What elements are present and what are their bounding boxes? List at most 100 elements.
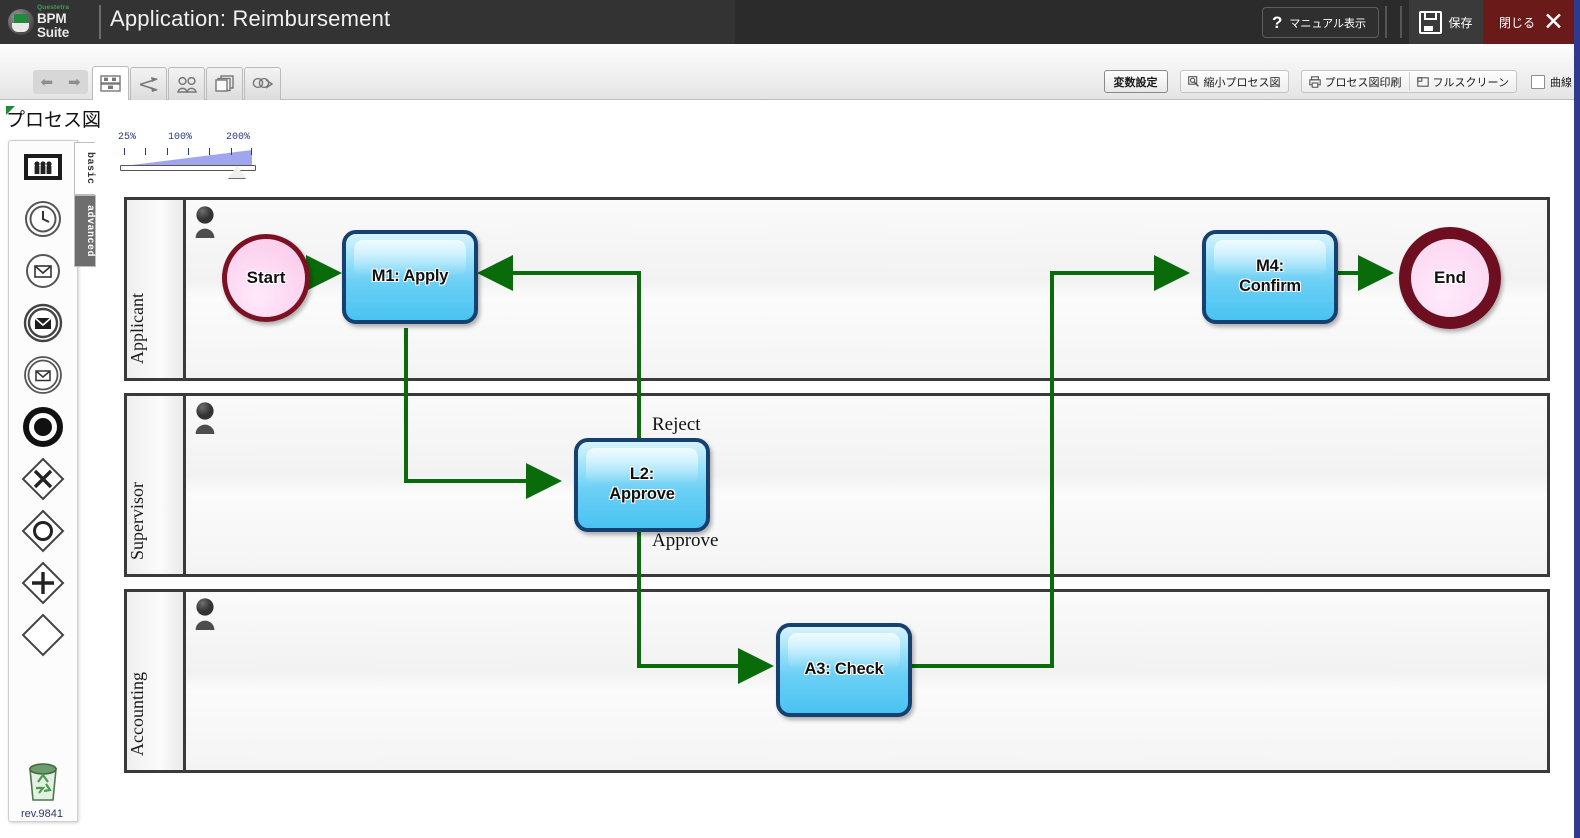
toolbar-tab-copy-layers-icon[interactable] (206, 67, 243, 100)
node-label-a3: A3: Check (804, 660, 884, 679)
minimap-button[interactable]: 縮小プロセス図 (1181, 72, 1288, 91)
palette-item-message-intermediate-event-icon[interactable] (9, 297, 77, 349)
node-label-l2: L2: Approve (609, 465, 675, 505)
node-label-m4-line2: Confirm (1239, 277, 1301, 295)
node-start-event[interactable]: Start (222, 234, 310, 322)
curve-label: 曲線 (1550, 76, 1572, 89)
recycle-trash-icon (29, 763, 57, 801)
logo-brand-large: BPM Suite (37, 11, 70, 40)
curve-checkbox[interactable] (1531, 74, 1545, 89)
users-group-icon (176, 76, 197, 93)
minimap-label: 縮小プロセス図 (1203, 76, 1281, 89)
node-label-l2-line1: L2: (629, 465, 655, 484)
variable-settings-button[interactable]: 変数設定 (1103, 70, 1168, 93)
print-button[interactable]: プロセス図印刷 (1302, 72, 1409, 91)
logo-brand-small: Questetra (37, 3, 70, 11)
palette-tab-advanced[interactable]: advanced (74, 194, 96, 267)
printer-icon (1308, 75, 1321, 88)
print-fullscreen-group: プロセス図印刷 フルスクリーン (1300, 70, 1517, 93)
zoom-bar (120, 165, 256, 171)
copy-layers-icon (214, 75, 234, 92)
fullscreen-button[interactable]: フルスクリーン (1408, 72, 1516, 91)
undo-redo-group: ⬅ ➡ (33, 70, 88, 94)
flow-label-reject: Reject (652, 414, 701, 435)
revision-label: rev.9841 (21, 808, 63, 820)
header-separator-1 (1385, 6, 1387, 38)
undo-arrow-icon[interactable]: ⬅ (40, 73, 54, 91)
node-task-l2-approve[interactable]: L2: Approve (574, 438, 710, 532)
node-task-m1-apply[interactable]: M1: Apply (342, 230, 478, 324)
toolbar-tab-group (92, 66, 282, 100)
palette-item-terminate-end-event-icon[interactable] (9, 401, 77, 453)
swimlane-label-applicant: Applicant (127, 293, 147, 364)
panel-title: プロセス図 (6, 110, 102, 131)
palette-item-complex-gateway-icon[interactable] (9, 505, 77, 557)
header-divider (99, 5, 101, 39)
node-task-a3-check[interactable]: A3: Check (776, 623, 912, 717)
close-button[interactable]: 閉じる ✕ (1483, 0, 1580, 44)
toolbar-tab-users-group-icon[interactable] (168, 67, 205, 100)
palette-item-message-start-event-icon[interactable] (9, 245, 77, 297)
exclusive-gateway-icon (21, 457, 65, 501)
redo-arrow-icon[interactable]: ➡ (67, 73, 81, 91)
node-label-m1: M1: Apply (371, 267, 449, 286)
palette-item-exclusive-gateway-icon[interactable] (9, 453, 77, 505)
zoom-tick-200: 200% (226, 132, 251, 143)
process-diagram-canvas[interactable]: Applicant Supervisor Accounting (96, 180, 1574, 830)
palette-item-parallel-gateway-icon[interactable] (9, 557, 77, 609)
palette-tab-basic[interactable]: basic (74, 142, 95, 195)
person-icon-supervisor (195, 402, 215, 434)
comment-note-icon (252, 77, 273, 89)
message-intermediate-event-icon (23, 303, 63, 343)
toolbar-tab-comment-note-icon[interactable] (244, 67, 281, 100)
page-title: Application: Reimbursement (110, 6, 391, 31)
swimlane-label-supervisor: Supervisor (127, 482, 147, 560)
zoom-tick-labels: 25% 100% 200% (118, 132, 258, 146)
person-icon-applicant (195, 206, 215, 238)
header-left-band: Questetra BPM Suite Application: Reimbur… (0, 0, 735, 44)
zoom-handle[interactable] (228, 166, 246, 178)
question-mark-icon: ? (1271, 13, 1283, 32)
message-start-event-icon (26, 254, 60, 288)
palette-item-swimlane-pool-icon[interactable] (9, 141, 77, 193)
terminate-end-event-icon (23, 407, 63, 447)
swimlane-supervisor[interactable]: Supervisor (124, 393, 1550, 577)
palette-item-message-end-event-icon[interactable] (9, 349, 77, 401)
branch-flow-icon (139, 76, 158, 92)
right-edge-rail (1574, 0, 1580, 838)
zoom-tick-25: 25% (118, 132, 137, 143)
curve-toggle[interactable]: 曲線 (1531, 74, 1572, 90)
zoom-track[interactable] (118, 148, 258, 178)
swimlane-process-icon (100, 75, 121, 92)
node-label-end: End (1433, 268, 1467, 287)
parallel-gateway-icon (21, 561, 65, 605)
complex-gateway-icon (21, 509, 65, 553)
palette-category-tabs: basic advanced (74, 142, 96, 267)
toolbar-tab-branch-flow-icon[interactable] (130, 67, 167, 100)
zoom-tick-100: 100% (168, 132, 193, 143)
palette-item-inclusive-gateway-icon[interactable] (9, 609, 77, 661)
zoom-slider[interactable]: 25% 100% 200% (118, 132, 258, 178)
questetra-logo-icon (8, 9, 34, 35)
inclusive-gateway-icon (21, 613, 65, 657)
toolbar-tab-swimlane-process-icon[interactable] (92, 66, 129, 100)
print-label: プロセス図印刷 (1324, 76, 1402, 89)
save-button-label: 保存 (1448, 15, 1473, 30)
magnifier-icon (1187, 75, 1199, 87)
header-separator-2 (1400, 6, 1402, 38)
node-end-event[interactable]: End (1399, 227, 1501, 329)
node-task-m4-confirm[interactable]: M4: Confirm (1202, 230, 1338, 324)
save-button[interactable]: 保存 (1409, 0, 1483, 44)
person-icon-accounting (195, 598, 215, 630)
message-end-event-icon (24, 356, 62, 394)
zoom-tick-marks (124, 148, 252, 168)
flow-label-approve: Approve (652, 530, 719, 551)
palette-item-timer-event-icon[interactable] (9, 193, 77, 245)
shape-palette (8, 140, 78, 822)
trash-bin-button[interactable] (22, 760, 64, 809)
close-button-label: 閉じる (1499, 15, 1536, 30)
manual-button[interactable]: ? マニュアル表示 (1261, 7, 1379, 38)
node-label-start: Start (246, 268, 286, 287)
close-x-icon: ✕ (1543, 7, 1564, 36)
timer-event-icon (25, 201, 61, 237)
